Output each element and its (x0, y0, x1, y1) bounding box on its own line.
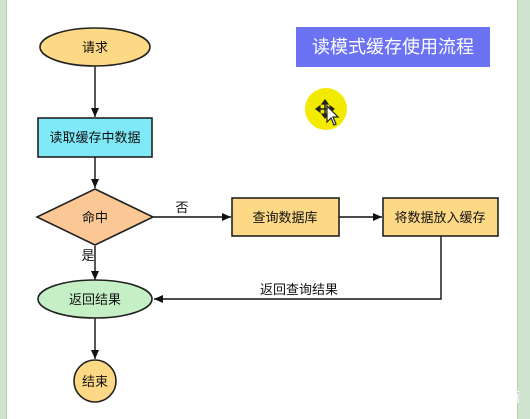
pointer-highlight (305, 88, 347, 130)
edge-label-return-query: 返回查询结果 (260, 283, 338, 298)
move-cursor-icon (315, 99, 340, 126)
node-hit: 命中 (35, 188, 155, 246)
edge-return-query (154, 236, 442, 303)
edges (91, 66, 442, 359)
node-query-db: 查询数据库 (231, 197, 340, 237)
watermark: CSDN @缘嘉菌 (420, 390, 520, 406)
node-read-cache-label: 读取缓存中数据 (49, 131, 140, 146)
node-end-label: 结束 (82, 375, 108, 390)
node-start-label: 请求 (82, 41, 108, 56)
diagram-title: 读模式缓存使用流程 (296, 27, 490, 67)
edge-label-no: 否 (175, 201, 188, 216)
node-end: 结束 (73, 359, 117, 403)
node-put-cache: 将数据放入缓存 (382, 197, 499, 237)
edge-label-yes: 是 (81, 249, 94, 264)
node-read-cache: 读取缓存中数据 (37, 117, 153, 158)
node-hit-label: 命中 (82, 210, 108, 226)
node-return: 返回结果 (37, 279, 153, 319)
node-return-label: 返回结果 (69, 293, 121, 308)
node-put-cache-label: 将数据放入缓存 (394, 211, 485, 226)
node-start: 请求 (39, 27, 151, 67)
diagram-title-text: 读模式缓存使用流程 (312, 37, 474, 58)
node-query-db-label: 查询数据库 (252, 210, 317, 226)
